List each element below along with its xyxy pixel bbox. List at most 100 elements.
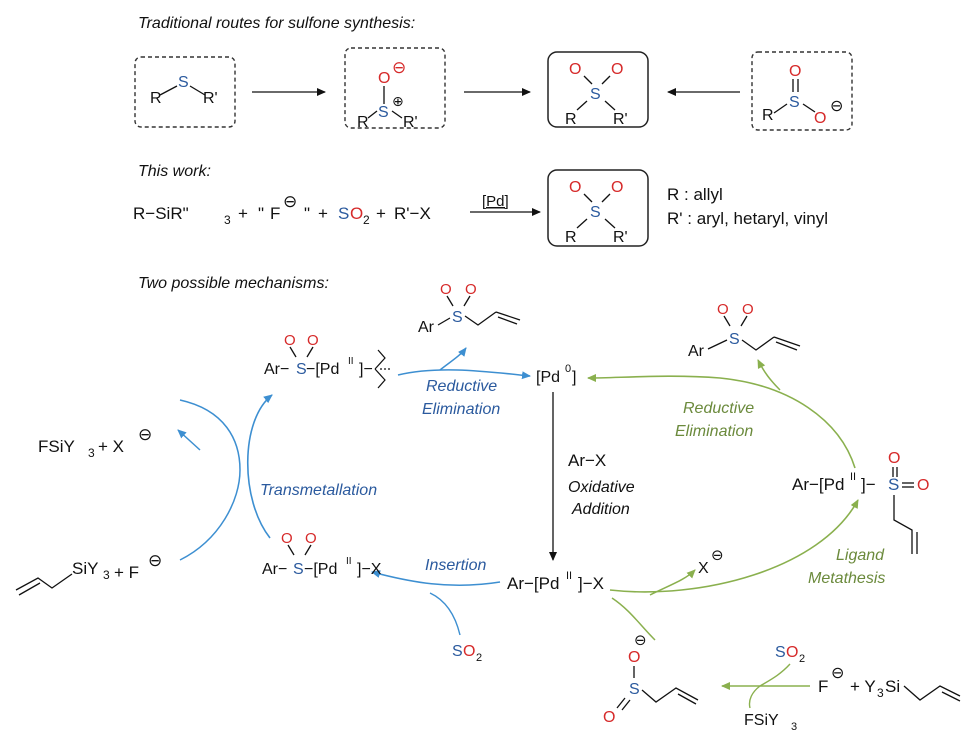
- y3si-right-sub: 3: [877, 686, 884, 700]
- x-minus: X: [698, 560, 709, 577]
- sulfone-r-prime: R': [613, 111, 628, 128]
- reagent-aryl-halide: R'−X: [394, 204, 431, 223]
- arrow-product-green: [757, 359, 781, 391]
- ar-so2-pd-allyl: O O Ar− S −[Pd II ]−: [264, 332, 390, 389]
- arrow-transmetallation: [246, 394, 273, 539]
- plus-x-left: + X: [98, 437, 124, 456]
- product-r-prime: R': [613, 229, 628, 246]
- catalyst-pd: [Pd]: [482, 193, 509, 210]
- ar-pd-so2-end: ]−: [861, 475, 876, 494]
- allyl-siy3-left-sub: 3: [103, 568, 110, 582]
- heading-traditional: Traditional routes for sulfone synthesis…: [138, 15, 415, 32]
- so2-o: O: [350, 204, 363, 223]
- ar-so2-pd-allyl-pd: −[Pd: [306, 361, 339, 378]
- fsiy3-bottom-sub: 3: [791, 721, 797, 733]
- arrow-insertion: [371, 570, 501, 587]
- ar-pd-so2-s: S: [888, 475, 899, 494]
- fluoride-close-quote: ": [304, 204, 310, 223]
- so2-right-s: S: [775, 644, 786, 661]
- sulfinate-o-right: O: [814, 110, 826, 127]
- product-blue-ar: Ar: [418, 319, 435, 336]
- sulfoxide-o: O: [378, 70, 390, 87]
- this-work-equation: R−SiR" 3 + " F ⊖ " + S O 2 + R'−X [Pd] O…: [133, 169, 828, 247]
- arrow-sulfinate-feed: [611, 597, 656, 641]
- fsiy3-left: FSiY: [38, 437, 75, 456]
- reagent-allyl-silane-sub: 3: [224, 213, 231, 227]
- sulfinate-s: S: [789, 94, 800, 111]
- fluoride: F: [270, 204, 280, 223]
- ar-so2-pd-x: O O Ar− S −[Pd II ]−X: [262, 530, 382, 578]
- ar-so2-pd-x-s: S: [293, 561, 304, 578]
- reagent-allyl-silane: R−SiR": [133, 204, 189, 223]
- heading-mechanisms: Two possible mechanisms:: [138, 275, 329, 292]
- sulfone-o-left: O: [569, 61, 581, 78]
- product-green-o2: O: [742, 301, 754, 318]
- ar-pd-so2-sup: II: [850, 471, 856, 483]
- product-green-o1: O: [717, 301, 729, 318]
- ar-so2-pd-x-end: ]−X: [357, 561, 382, 578]
- sulfone-box: O O S R R': [547, 51, 649, 128]
- plus-1: +: [238, 204, 248, 223]
- so2-right-sub: 2: [799, 653, 805, 665]
- sulfoxide-plus-charge: ⊕: [392, 93, 404, 109]
- ar-pd-so2-ar-pd: Ar−[Pd: [792, 475, 844, 494]
- ligand-label-1: Ligand: [836, 547, 885, 564]
- allyl-sulfone-product-green: O O Ar S: [688, 301, 801, 360]
- legend-r: R : allyl: [667, 185, 723, 204]
- so2-insertion-o: O: [463, 643, 475, 660]
- sulfinate-bottom-s: S: [629, 681, 640, 698]
- so2-insertion-hook: [429, 592, 461, 636]
- fluoride-open-quote: ": [258, 204, 264, 223]
- product-r: R: [565, 229, 577, 246]
- insertion-label: Insertion: [425, 557, 486, 574]
- sulfinate-r: R: [762, 107, 774, 124]
- ar-pd-x: Ar−[Pd: [507, 574, 559, 593]
- ar-pd-so2-o-top: O: [888, 450, 900, 467]
- f-right-charge: ⊖: [831, 665, 844, 682]
- reductive-green-2: Elimination: [675, 423, 753, 440]
- fsiy3-left-sub: 3: [88, 446, 95, 460]
- reductive-blue-1: Reductive: [426, 378, 497, 395]
- so2-sub: 2: [363, 213, 370, 227]
- ar-so2-pd-allyl-o1: O: [284, 332, 296, 349]
- arrow-green-cycle-top: [587, 373, 856, 469]
- sulfinate-o-top: O: [789, 63, 801, 80]
- sulfone-s: S: [590, 86, 601, 103]
- arrow-x-release: [649, 569, 696, 596]
- plus-f-left: + F: [114, 563, 139, 582]
- fluoride-charge: ⊖: [283, 192, 297, 211]
- transmetallation-label: Transmetallation: [260, 482, 377, 499]
- x-left-charge: ⊖: [138, 425, 152, 444]
- sulfinate-bottom-o-left: O: [603, 709, 615, 726]
- fsiy3-bottom: FSiY: [744, 712, 779, 729]
- product-blue-s: S: [452, 309, 463, 326]
- sulfide-box: R S R': [134, 56, 236, 128]
- ar-so2-pd-x-o1: O: [281, 530, 293, 547]
- product-green-s: S: [729, 331, 740, 348]
- sulfoxide-r: R: [357, 114, 369, 131]
- ar-so2-pd-x-ar: Ar−: [262, 561, 287, 578]
- ox-add-label-1: Oxidative: [568, 479, 635, 496]
- y3si-right: + Y: [850, 677, 876, 696]
- arrow-product-blue: [439, 347, 467, 371]
- ar-so2-pd-allyl-ar: Ar−: [264, 361, 289, 378]
- ar-pd-x-end: ]−X: [578, 574, 604, 593]
- x-minus-charge: ⊖: [711, 547, 724, 564]
- sulfinate-bottom-charge: ⊖: [634, 632, 647, 649]
- product-o-right: O: [611, 179, 623, 196]
- allyl-sulfone-product-blue: O O Ar S: [418, 281, 521, 336]
- f-left-charge: ⊖: [148, 551, 162, 570]
- reductive-green-1: Reductive: [683, 400, 754, 417]
- ox-add-label-2: Addition: [571, 501, 630, 518]
- ar-pd-so2-o-right: O: [917, 477, 929, 494]
- allyl-sulfinate: O ⊖ S O: [603, 632, 699, 726]
- pd0-sup: 0: [565, 363, 571, 375]
- product-green-ar: Ar: [688, 343, 705, 360]
- plus-2: +: [318, 204, 328, 223]
- ar-so2-pd-x-sup: II: [346, 556, 352, 567]
- product-blue-o1: O: [440, 281, 452, 298]
- arrow-ligand-metathesis: [609, 499, 859, 593]
- sulfinate-box: O S R O ⊖: [751, 51, 853, 131]
- ligand-label-2: Metathesis: [808, 570, 885, 587]
